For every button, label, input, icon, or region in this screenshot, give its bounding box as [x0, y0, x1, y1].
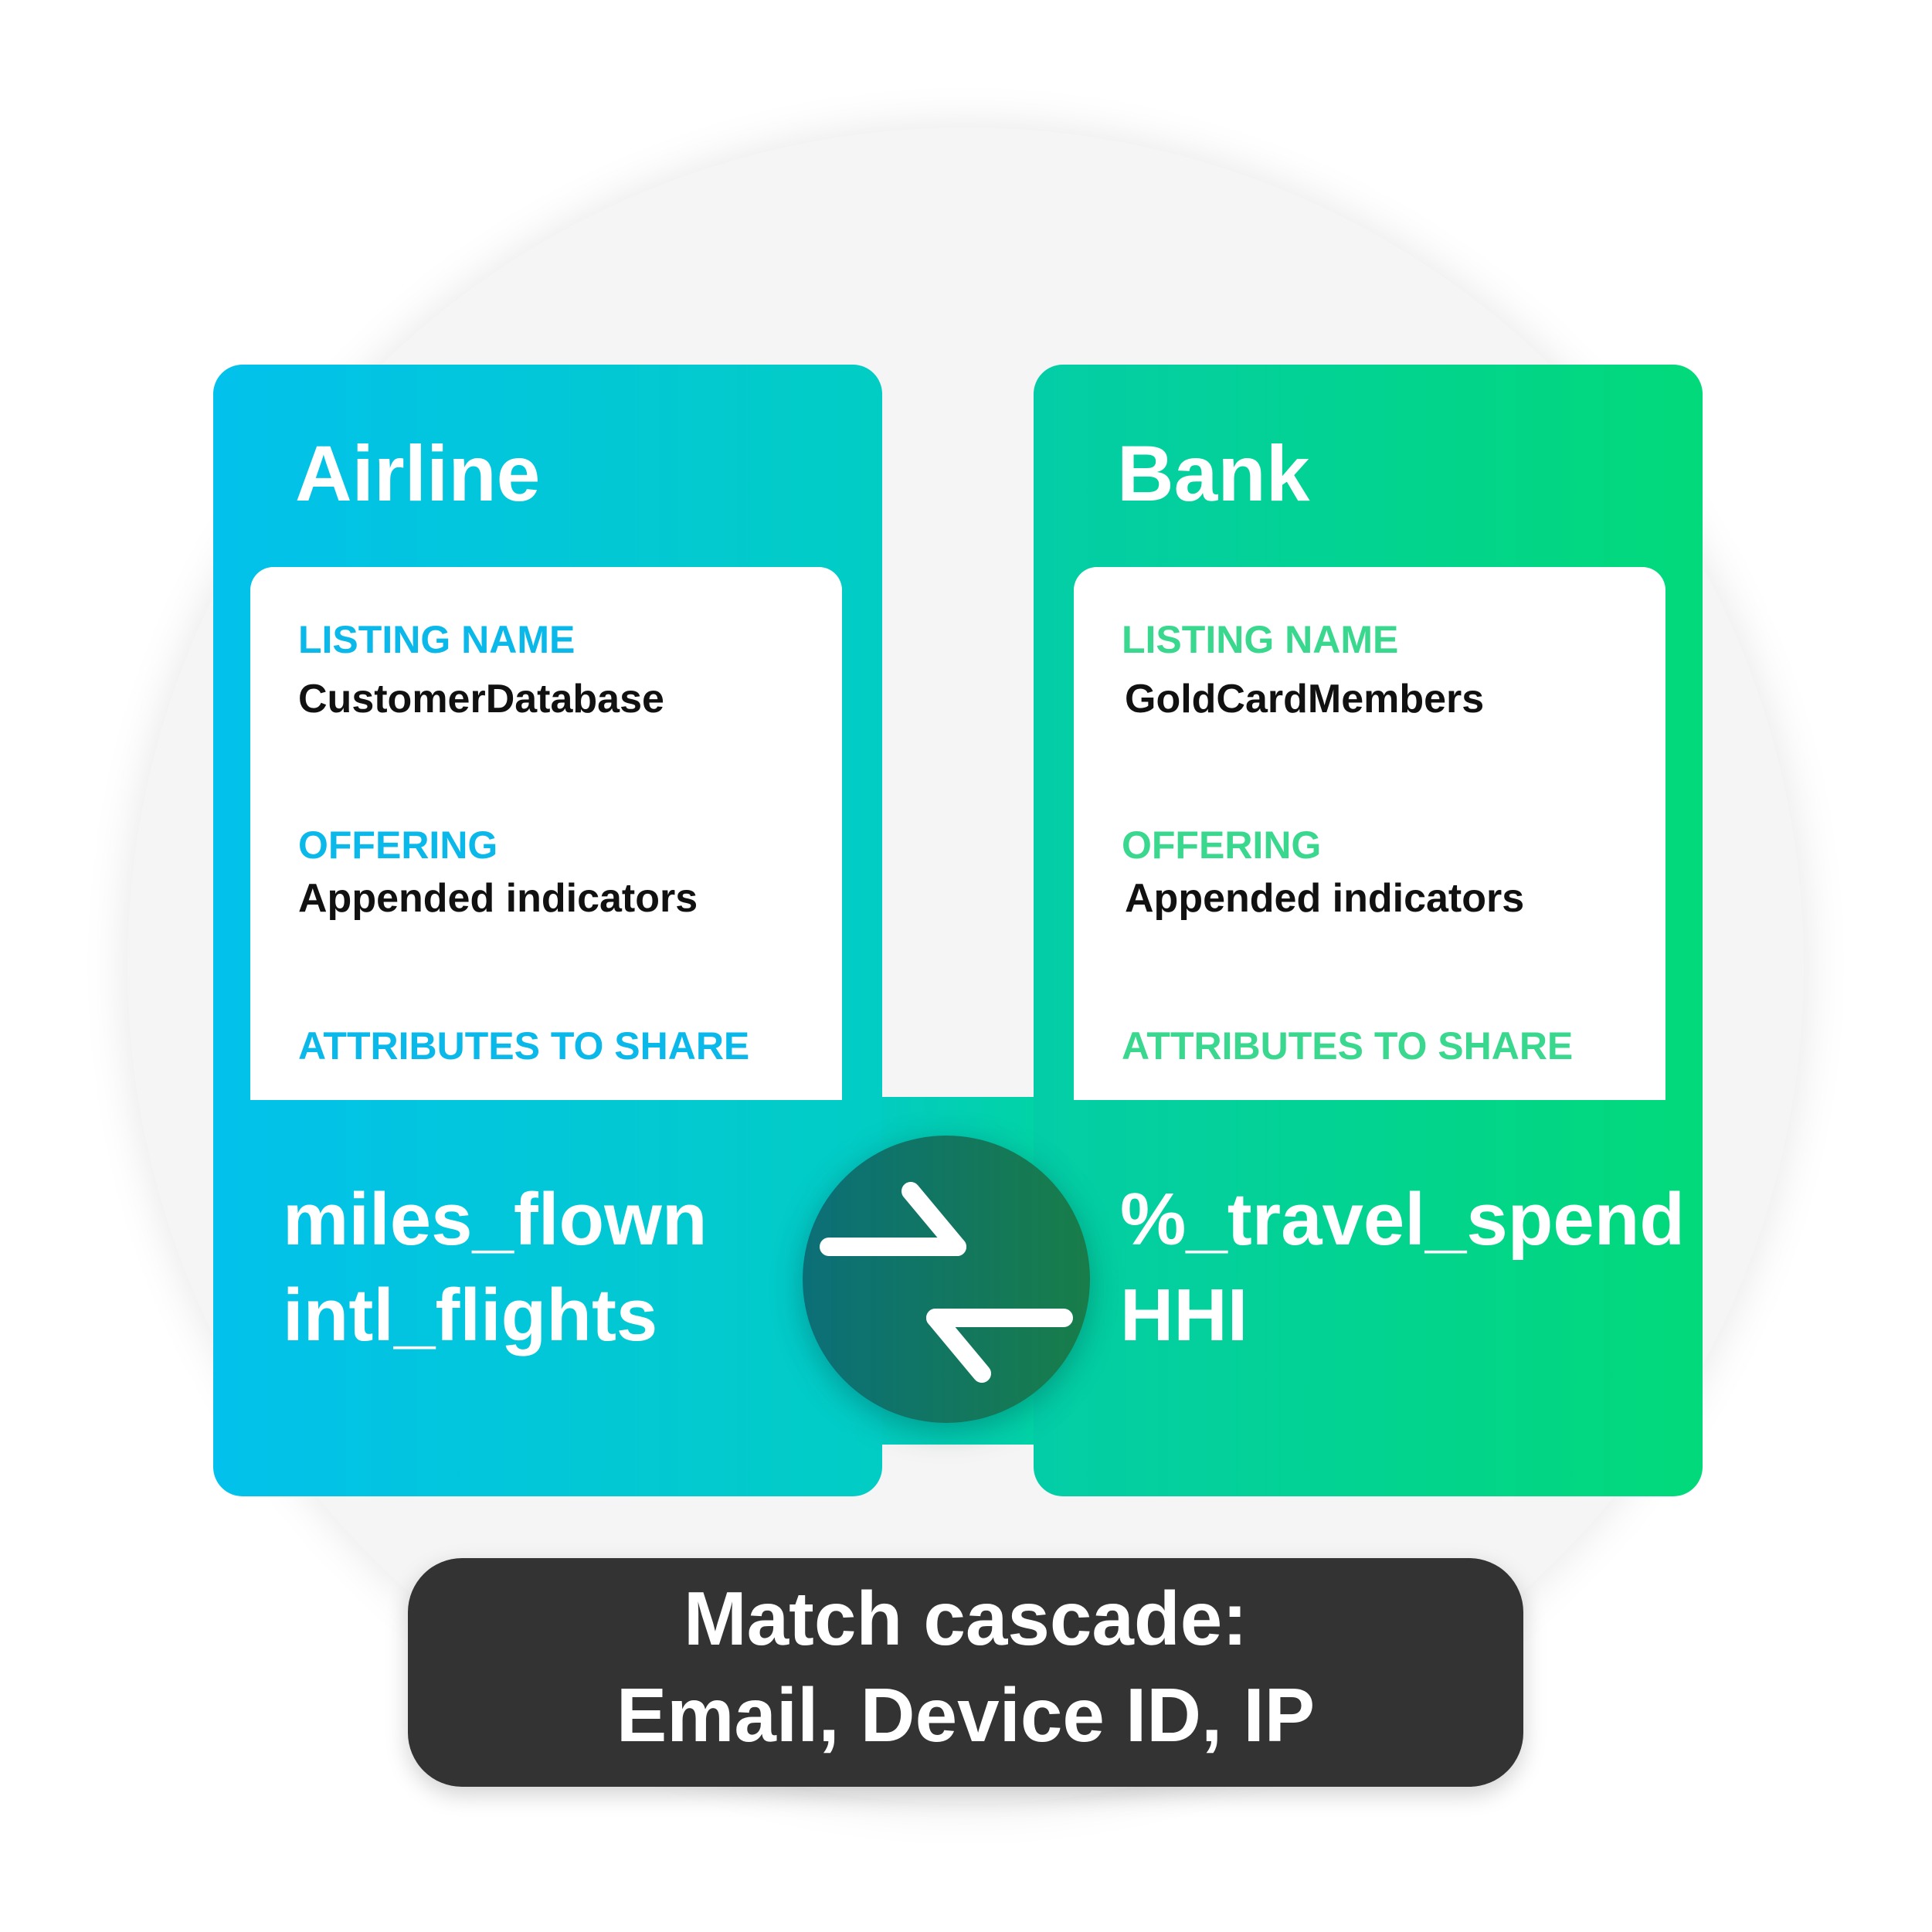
airline-attribute-item: intl_flights [283, 1274, 658, 1356]
airline-offering-label: OFFERING [298, 823, 498, 867]
swap-arrows-icon [820, 1182, 1073, 1383]
bank-listing-value: GoldCardMembers [1125, 677, 1485, 722]
airline-listing-label: LISTING NAME [298, 618, 576, 661]
match-cascade-banner: Match cascade: Email, Device ID, IP [408, 1558, 1523, 1787]
airline-offering-value: Appended indicators [298, 876, 698, 921]
bank-attribute-item: HHI [1120, 1274, 1248, 1356]
bank-offering-label: OFFERING [1122, 823, 1322, 867]
bank-offering-value: Appended indicators [1125, 876, 1525, 921]
bank-attribute-list: %_travel_spend HHI [1120, 1172, 1685, 1363]
airline-title: Airline [295, 430, 541, 518]
bank-attribute-item: %_travel_spend [1120, 1178, 1686, 1261]
bank-attributes-label: ATTRIBUTES TO SHARE [1122, 1024, 1574, 1068]
match-cascade-methods: Email, Device ID, IP [616, 1672, 1316, 1757]
airline-attribute-list: miles_flown intl_flights [283, 1172, 707, 1363]
swap-arrow-right-head [901, 1182, 966, 1256]
bank-card: Bank LISTING NAME GoldCardMembers OFFERI… [1034, 365, 1703, 1496]
bank-title: Bank [1117, 430, 1310, 518]
bank-listing-label: LISTING NAME [1122, 618, 1399, 661]
swap-badge [803, 1136, 1090, 1423]
airline-attribute-item: miles_flown [283, 1178, 708, 1261]
swap-arrow-left-head [926, 1309, 991, 1383]
airline-info-panel: LISTING NAME CustomerDatabase OFFERING A… [250, 567, 842, 1100]
airline-card: Airline LISTING NAME CustomerDatabase OF… [213, 365, 882, 1496]
match-cascade-title: Match cascade: [684, 1576, 1248, 1661]
airline-listing-value: CustomerDatabase [298, 677, 664, 722]
airline-attributes-label: ATTRIBUTES TO SHARE [298, 1024, 750, 1068]
bank-info-panel: LISTING NAME GoldCardMembers OFFERING Ap… [1074, 567, 1665, 1100]
